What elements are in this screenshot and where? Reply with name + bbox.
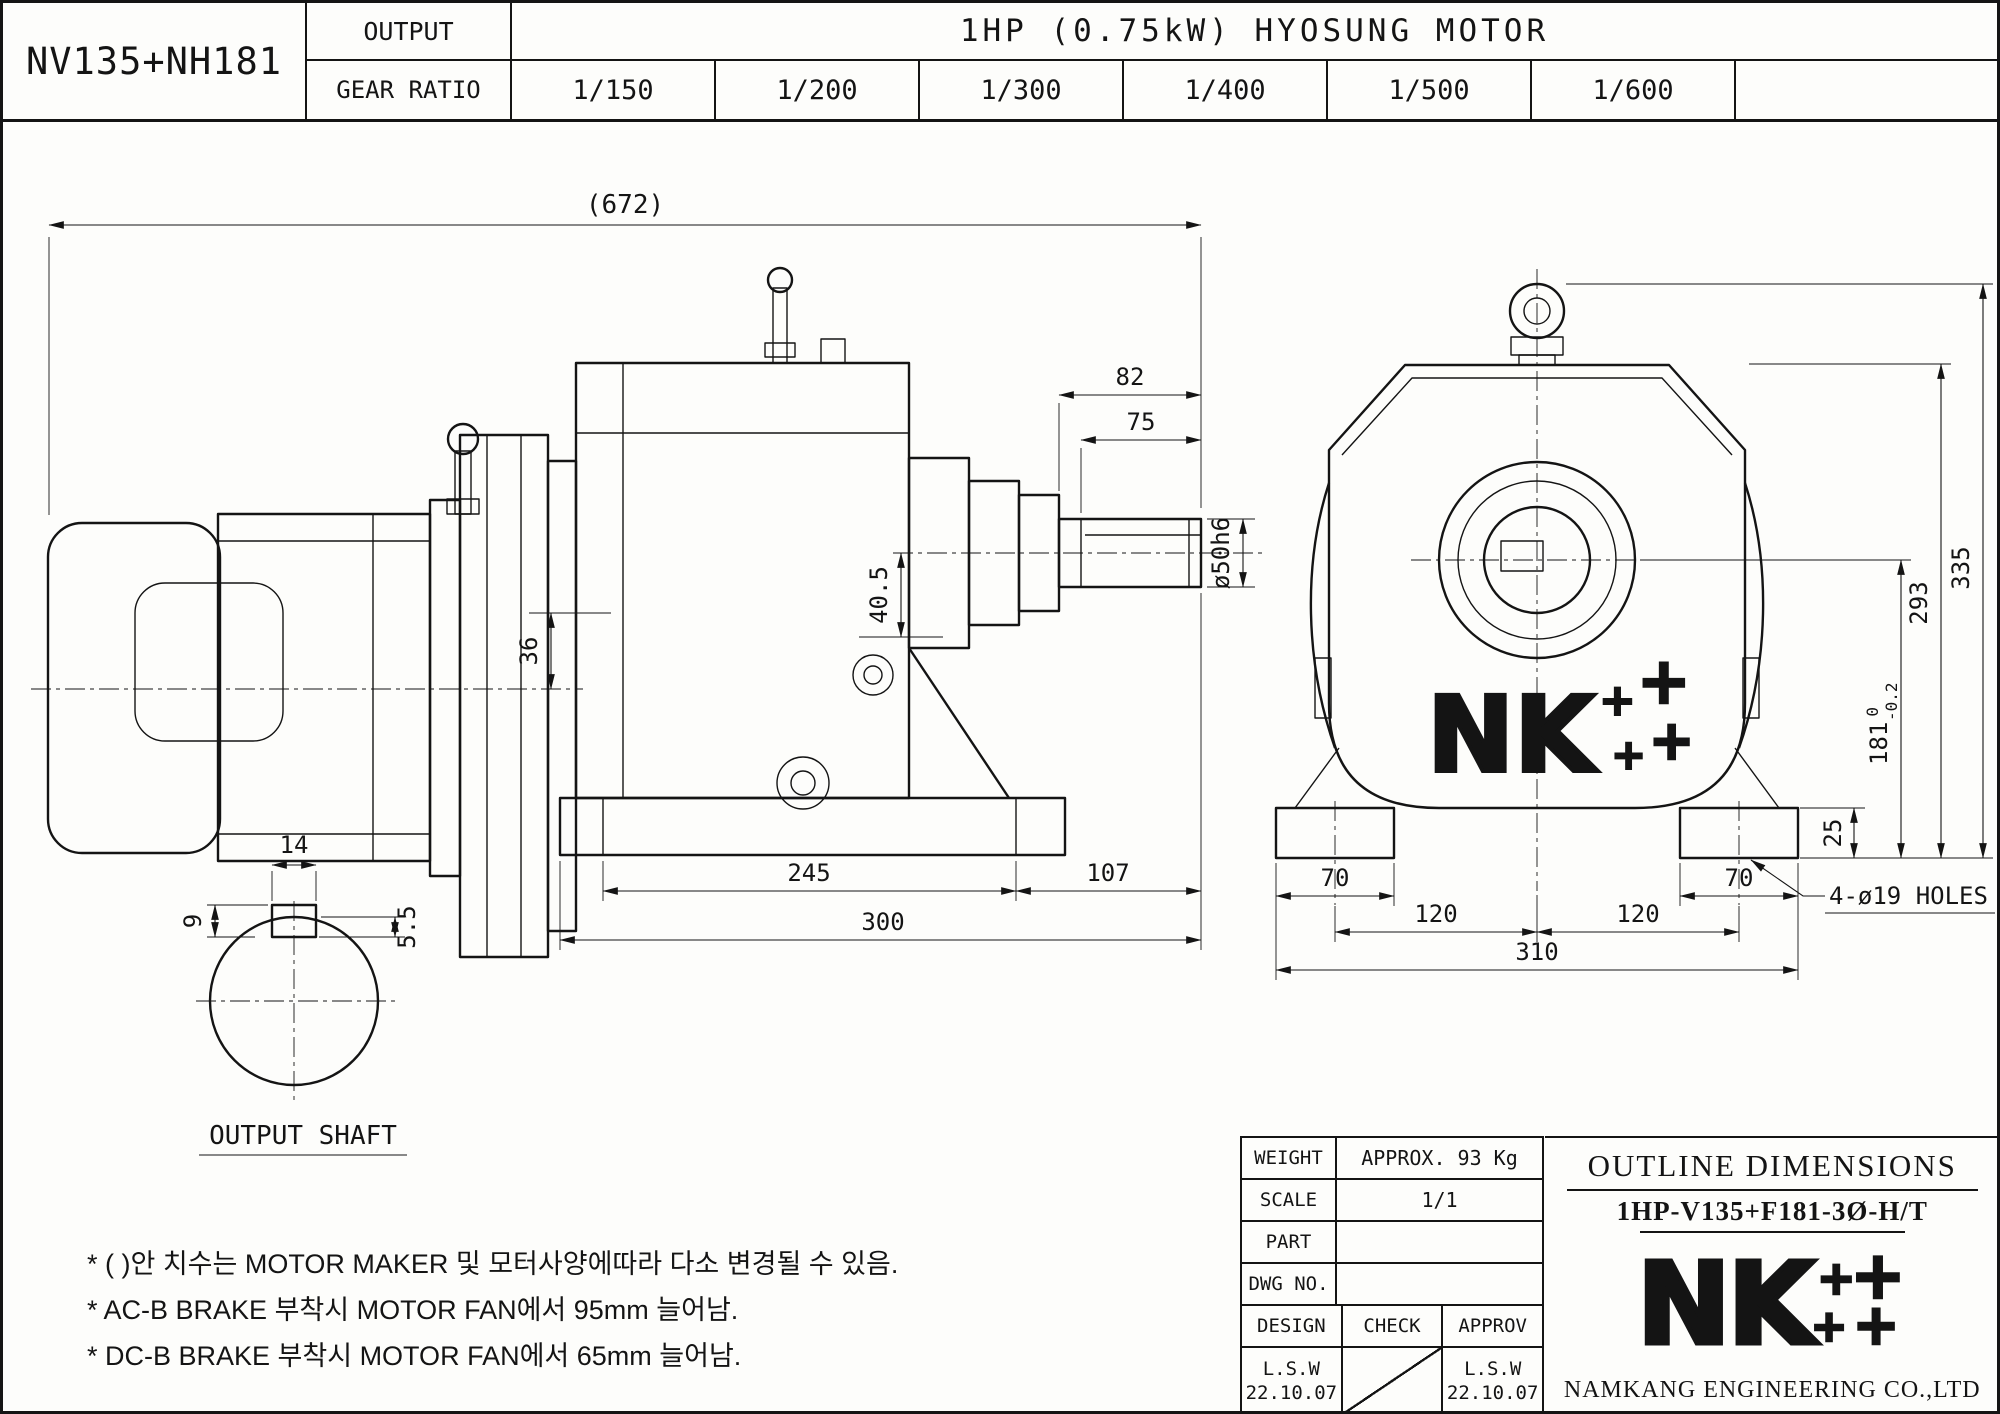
- nk-logo-text: NK: [1634, 1240, 1817, 1370]
- dim-shaft-ext: 82: [1116, 363, 1145, 391]
- dim-base-width: 310: [1515, 938, 1558, 966]
- nk-logo-mark-4: +: [1851, 1292, 1900, 1360]
- approv-sign-date: 22.10.07: [1446, 1382, 1539, 1404]
- weight-value: APPROX. 93 Kg: [1361, 1146, 1518, 1170]
- dim-shaft-diameter: ø50h6: [1207, 517, 1235, 589]
- approv-label: APPROV: [1458, 1315, 1527, 1337]
- dim-foot-left: 70: [1321, 864, 1350, 892]
- scale-row: SCALE 1/1: [1242, 1180, 1542, 1222]
- gear-ratio-4: 1/400: [1124, 61, 1328, 119]
- approv-signature: L.S.W 22.10.07: [1443, 1348, 1542, 1411]
- drawing-title: OUTLINE DIMENSIONS: [1587, 1148, 1957, 1183]
- gear-ratio-label: GEAR RATIO: [307, 61, 512, 119]
- part-value: [1337, 1222, 1542, 1262]
- nk-logo-mark-3: +: [1611, 730, 1646, 779]
- output-shaft-label: OUTPUT SHAFT: [209, 1121, 397, 1151]
- front-view-geometry: NK + + + +: [1274, 269, 1800, 905]
- dim-hole-span-right: 120: [1616, 900, 1659, 928]
- dwg-no-value: [1337, 1264, 1542, 1304]
- side-view-geometry: [31, 266, 1265, 959]
- nk-logo-mark-3: +: [1809, 1300, 1848, 1354]
- dim-key-depth: 9: [179, 914, 207, 928]
- design-label: DESIGN: [1242, 1306, 1343, 1346]
- drawing-model-code: 1HP-V135+F181-3Ø-H/T: [1616, 1196, 1928, 1226]
- nk-logo-mark-2: +: [1637, 645, 1691, 719]
- gear-ratio-2: 1/200: [716, 61, 920, 119]
- dim-hole-span-left: 120: [1414, 900, 1457, 928]
- dim-overall-length: (672): [586, 190, 664, 220]
- dim-foot-height: 25: [1819, 819, 1847, 848]
- holes-callout: 4-ø19 HOLES: [1829, 882, 1988, 910]
- company-name: NAMKANG ENGINEERING CO.,LTD: [1563, 1377, 1981, 1403]
- nk-logo-front: NK: [1427, 674, 1598, 796]
- info-table: WEIGHT APPROX. 93 Kg SCALE 1/1 PART DWG …: [1240, 1136, 1544, 1411]
- part-row: PART: [1242, 1222, 1542, 1264]
- nk-logo-mark-1: +: [1599, 675, 1636, 726]
- dim-height-body: 293: [1905, 581, 1933, 624]
- note-parenthesis: * ( )안 치수는 MOTOR MAKER 및 모터사양에따라 다소 변경될 …: [87, 1249, 899, 1279]
- approval-header-row: DESIGN CHECK APPROV: [1242, 1306, 1542, 1348]
- output-label: OUTPUT: [307, 3, 512, 61]
- nk-logo-mark-4: +: [1649, 709, 1694, 772]
- scale-label: SCALE: [1242, 1180, 1337, 1220]
- nk-logo-mark-1: +: [1816, 1250, 1857, 1307]
- model-code: NV135+NH181: [3, 3, 307, 119]
- weight-label: WEIGHT: [1242, 1138, 1337, 1178]
- technical-drawing: (672) 82 75 ø50h6 40.5 36 245: [31, 190, 1995, 1156]
- code-rule: [1639, 1231, 1905, 1233]
- dim-key-width: 14: [280, 831, 309, 859]
- dim-base-total: 300: [861, 908, 904, 936]
- design-sign-date: 22.10.07: [1245, 1382, 1338, 1404]
- gear-ratio-5: 1/500: [1328, 61, 1532, 119]
- part-label: PART: [1242, 1222, 1337, 1262]
- note-ac-brake: * AC-B BRAKE 부착시 MOTOR FAN에서 95mm 늘어남.: [87, 1295, 739, 1325]
- dim-offset: 36: [515, 637, 543, 666]
- nk-logo-mark-2: +: [1849, 1236, 1907, 1316]
- note-dc-brake: * DC-B BRAKE 부착시 MOTOR FAN에서 65mm 늘어남.: [87, 1341, 742, 1371]
- scale-value: 1/1: [1421, 1188, 1458, 1212]
- title-block: OUTLINE DIMENSIONS 1HP-V135+F181-3Ø-H/T …: [1544, 1136, 1998, 1411]
- dwg-no-label: DWG NO.: [1242, 1264, 1337, 1304]
- output-shaft-detail: 14 9 5.5 OUTPUT SHAFT: [179, 831, 421, 1156]
- dim-foot-right: 70: [1725, 864, 1754, 892]
- design-signature: L.S.W 22.10.07: [1242, 1348, 1343, 1411]
- company-logo-area: NK + + + +: [1545, 1233, 1998, 1377]
- dwg-no-row: DWG NO.: [1242, 1264, 1542, 1306]
- dim-base-front: 245: [787, 859, 830, 887]
- notes: * ( )안 치수는 MOTOR MAKER 및 모터사양에따라 다소 변경될 …: [87, 1241, 898, 1379]
- approval-sign-row: L.S.W 22.10.07 L.S.W 22.10.07: [1242, 1348, 1542, 1411]
- motor-spec: 1HP (0.75kW) HYOSUNG MOTOR: [512, 3, 1997, 61]
- dim-key-proud: 5.5: [393, 905, 421, 948]
- check-label: CHECK: [1343, 1306, 1444, 1346]
- title-header-table: NV135+NH181 OUTPUT 1HP (0.75kW) HYOSUNG …: [3, 3, 1997, 122]
- dim-shaft-center-height: 1810-0.2: [1863, 682, 1901, 765]
- gear-ratio-1: 1/150: [512, 61, 716, 119]
- approv-sign-name: L.S.W: [1464, 1358, 1522, 1380]
- check-signature-empty: [1342, 1348, 1444, 1411]
- title-rule: [1566, 1189, 1978, 1191]
- gear-ratio-3: 1/300: [920, 61, 1124, 119]
- dim-height-total: 335: [1947, 546, 1975, 589]
- side-view-dimensions: (672) 82 75 ø50h6 40.5 36 245: [48, 190, 1255, 950]
- weight-row: WEIGHT APPROX. 93 Kg: [1242, 1138, 1542, 1180]
- nk-logo: NK + + + +: [1634, 1236, 1906, 1364]
- dim-shaft-length: 75: [1127, 408, 1156, 436]
- gear-ratio-6: 1/600: [1532, 61, 1736, 119]
- dim-key-height: 40.5: [865, 566, 893, 624]
- dim-base-overhang: 107: [1086, 859, 1129, 887]
- design-sign-name: L.S.W: [1262, 1358, 1320, 1380]
- front-view-dimensions: 70 70 120 120 310 25 1810-0.2: [1275, 283, 1995, 980]
